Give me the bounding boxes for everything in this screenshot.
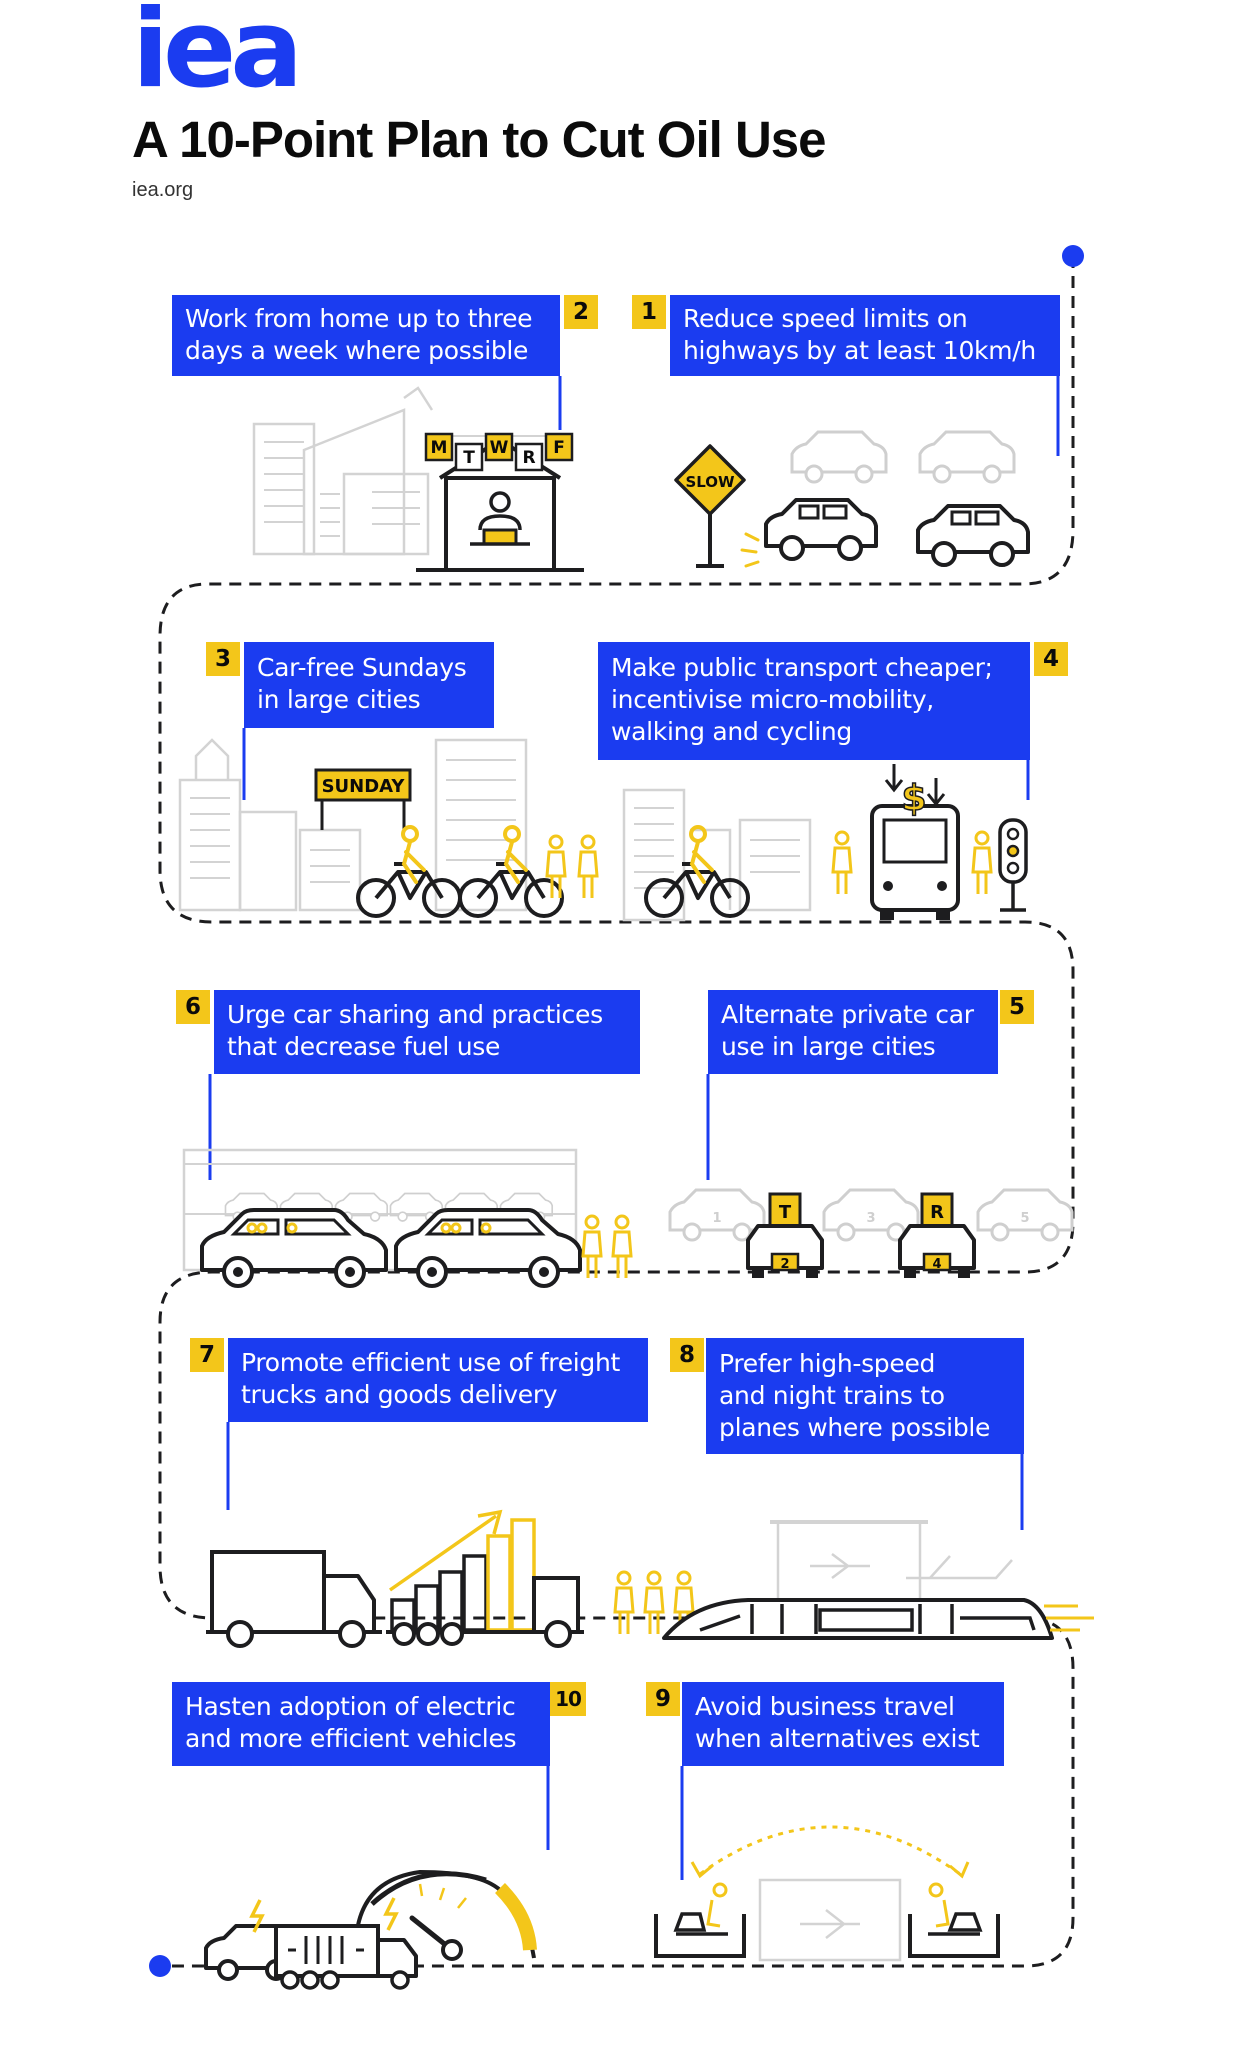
card-line: walking and cycling: [611, 717, 852, 746]
card-line: incentivise micro-mobility,: [611, 685, 934, 714]
action-card-6: Urge car sharing and practices that decr…: [214, 990, 640, 1074]
action-number-8: 8: [670, 1338, 704, 1372]
dollar-icon: $: [901, 778, 926, 819]
scene-avoid-business-travel: [654, 1825, 1000, 1962]
page-title: A 10-Point Plan to Cut Oil Use: [132, 111, 827, 168]
scene-car-sharing: [182, 1148, 633, 1288]
source-link[interactable]: iea.org: [132, 179, 194, 201]
scene-car-free-sundays: SUNDAY: [178, 738, 599, 918]
card-line: days a week where possible: [185, 336, 529, 365]
action-card-4: Make public transport cheaper; incentivi…: [598, 642, 1030, 760]
weekday-f: F: [553, 438, 565, 458]
weekday-w: W: [490, 438, 509, 458]
scene-speed-limits: SLOW: [674, 430, 1030, 568]
card-line: that decrease fuel use: [227, 1032, 501, 1061]
taxi-sign-t: T: [779, 1202, 792, 1223]
scene-public-transport: $: [622, 764, 1028, 922]
action-card-7: Promote efficient use of freight trucks …: [228, 1338, 648, 1422]
iea-logo: iea: [132, 0, 303, 112]
plate-2: 2: [780, 1257, 789, 1272]
action-number-5: 5: [1000, 990, 1034, 1024]
action-card-1: Reduce speed limits on highways by at le…: [670, 295, 1060, 376]
card-line: and night trains to: [719, 1381, 945, 1410]
action-number-3: 3: [206, 642, 240, 676]
action-number-4: 4: [1034, 642, 1068, 676]
weekday-m: M: [431, 438, 448, 458]
action-number-1: 1: [632, 295, 666, 329]
action-card-10: Hasten adoption of electric and more eff…: [172, 1682, 550, 1766]
card-line: trucks and goods delivery: [241, 1380, 558, 1409]
plate-3: 3: [866, 1211, 875, 1226]
weekday-r: R: [522, 448, 535, 468]
action-number-9: 9: [646, 1682, 680, 1716]
action-card-9: Avoid business travel when alternatives …: [682, 1682, 1004, 1766]
card-line: use in large cities: [721, 1032, 936, 1061]
sunday-sign-text: SUNDAY: [322, 776, 406, 797]
taxi-sign-r: R: [930, 1202, 944, 1223]
card-line: when alternatives exist: [695, 1724, 980, 1753]
action-card-5: Alternate private car use in large citie…: [708, 990, 998, 1074]
card-line: highways by at least 10km/h: [683, 336, 1036, 365]
scene-electric-vehicles: [204, 1869, 537, 1990]
action-card-3: Car-free Sundays in large cities: [244, 642, 494, 728]
plate-1: 1: [712, 1211, 721, 1226]
slow-sign-text: SLOW: [685, 473, 735, 491]
card-line: Hasten adoption of electric: [185, 1692, 516, 1721]
scene-alternate-car-use: 1 3 5 T 2 R 4: [668, 1188, 1074, 1278]
card-line: and more efficient vehicles: [185, 1724, 517, 1753]
scene-freight: [206, 1509, 695, 1648]
scene-trains: [662, 1520, 1094, 1640]
card-line: Promote efficient use of freight: [241, 1348, 621, 1377]
action-card-8: Prefer high-speed and night trains to pl…: [706, 1338, 1024, 1454]
card-line: Urge car sharing and practices: [227, 1000, 603, 1029]
weekday-t: T: [463, 448, 475, 468]
plate-5: 5: [1020, 1211, 1029, 1226]
card-line: Car-free Sundays: [257, 653, 467, 682]
action-number-6: 6: [176, 990, 210, 1024]
scene-work-from-home: M T W R F: [252, 386, 584, 572]
action-number-10: 10: [550, 1682, 586, 1716]
card-line: Reduce speed limits on: [683, 304, 968, 333]
card-line: Avoid business travel: [695, 1692, 955, 1721]
action-card-2: Work from home up to three days a week w…: [172, 295, 560, 376]
action-number-2: 2: [564, 295, 598, 329]
card-line: in large cities: [257, 685, 421, 714]
card-line: planes where possible: [719, 1413, 991, 1442]
plate-4: 4: [932, 1257, 941, 1272]
action-number-7: 7: [190, 1338, 224, 1372]
card-line: Make public transport cheaper;: [611, 653, 993, 682]
card-line: Alternate private car: [721, 1000, 974, 1029]
card-line: Work from home up to three: [185, 304, 533, 333]
card-line: Prefer high-speed: [719, 1349, 936, 1378]
